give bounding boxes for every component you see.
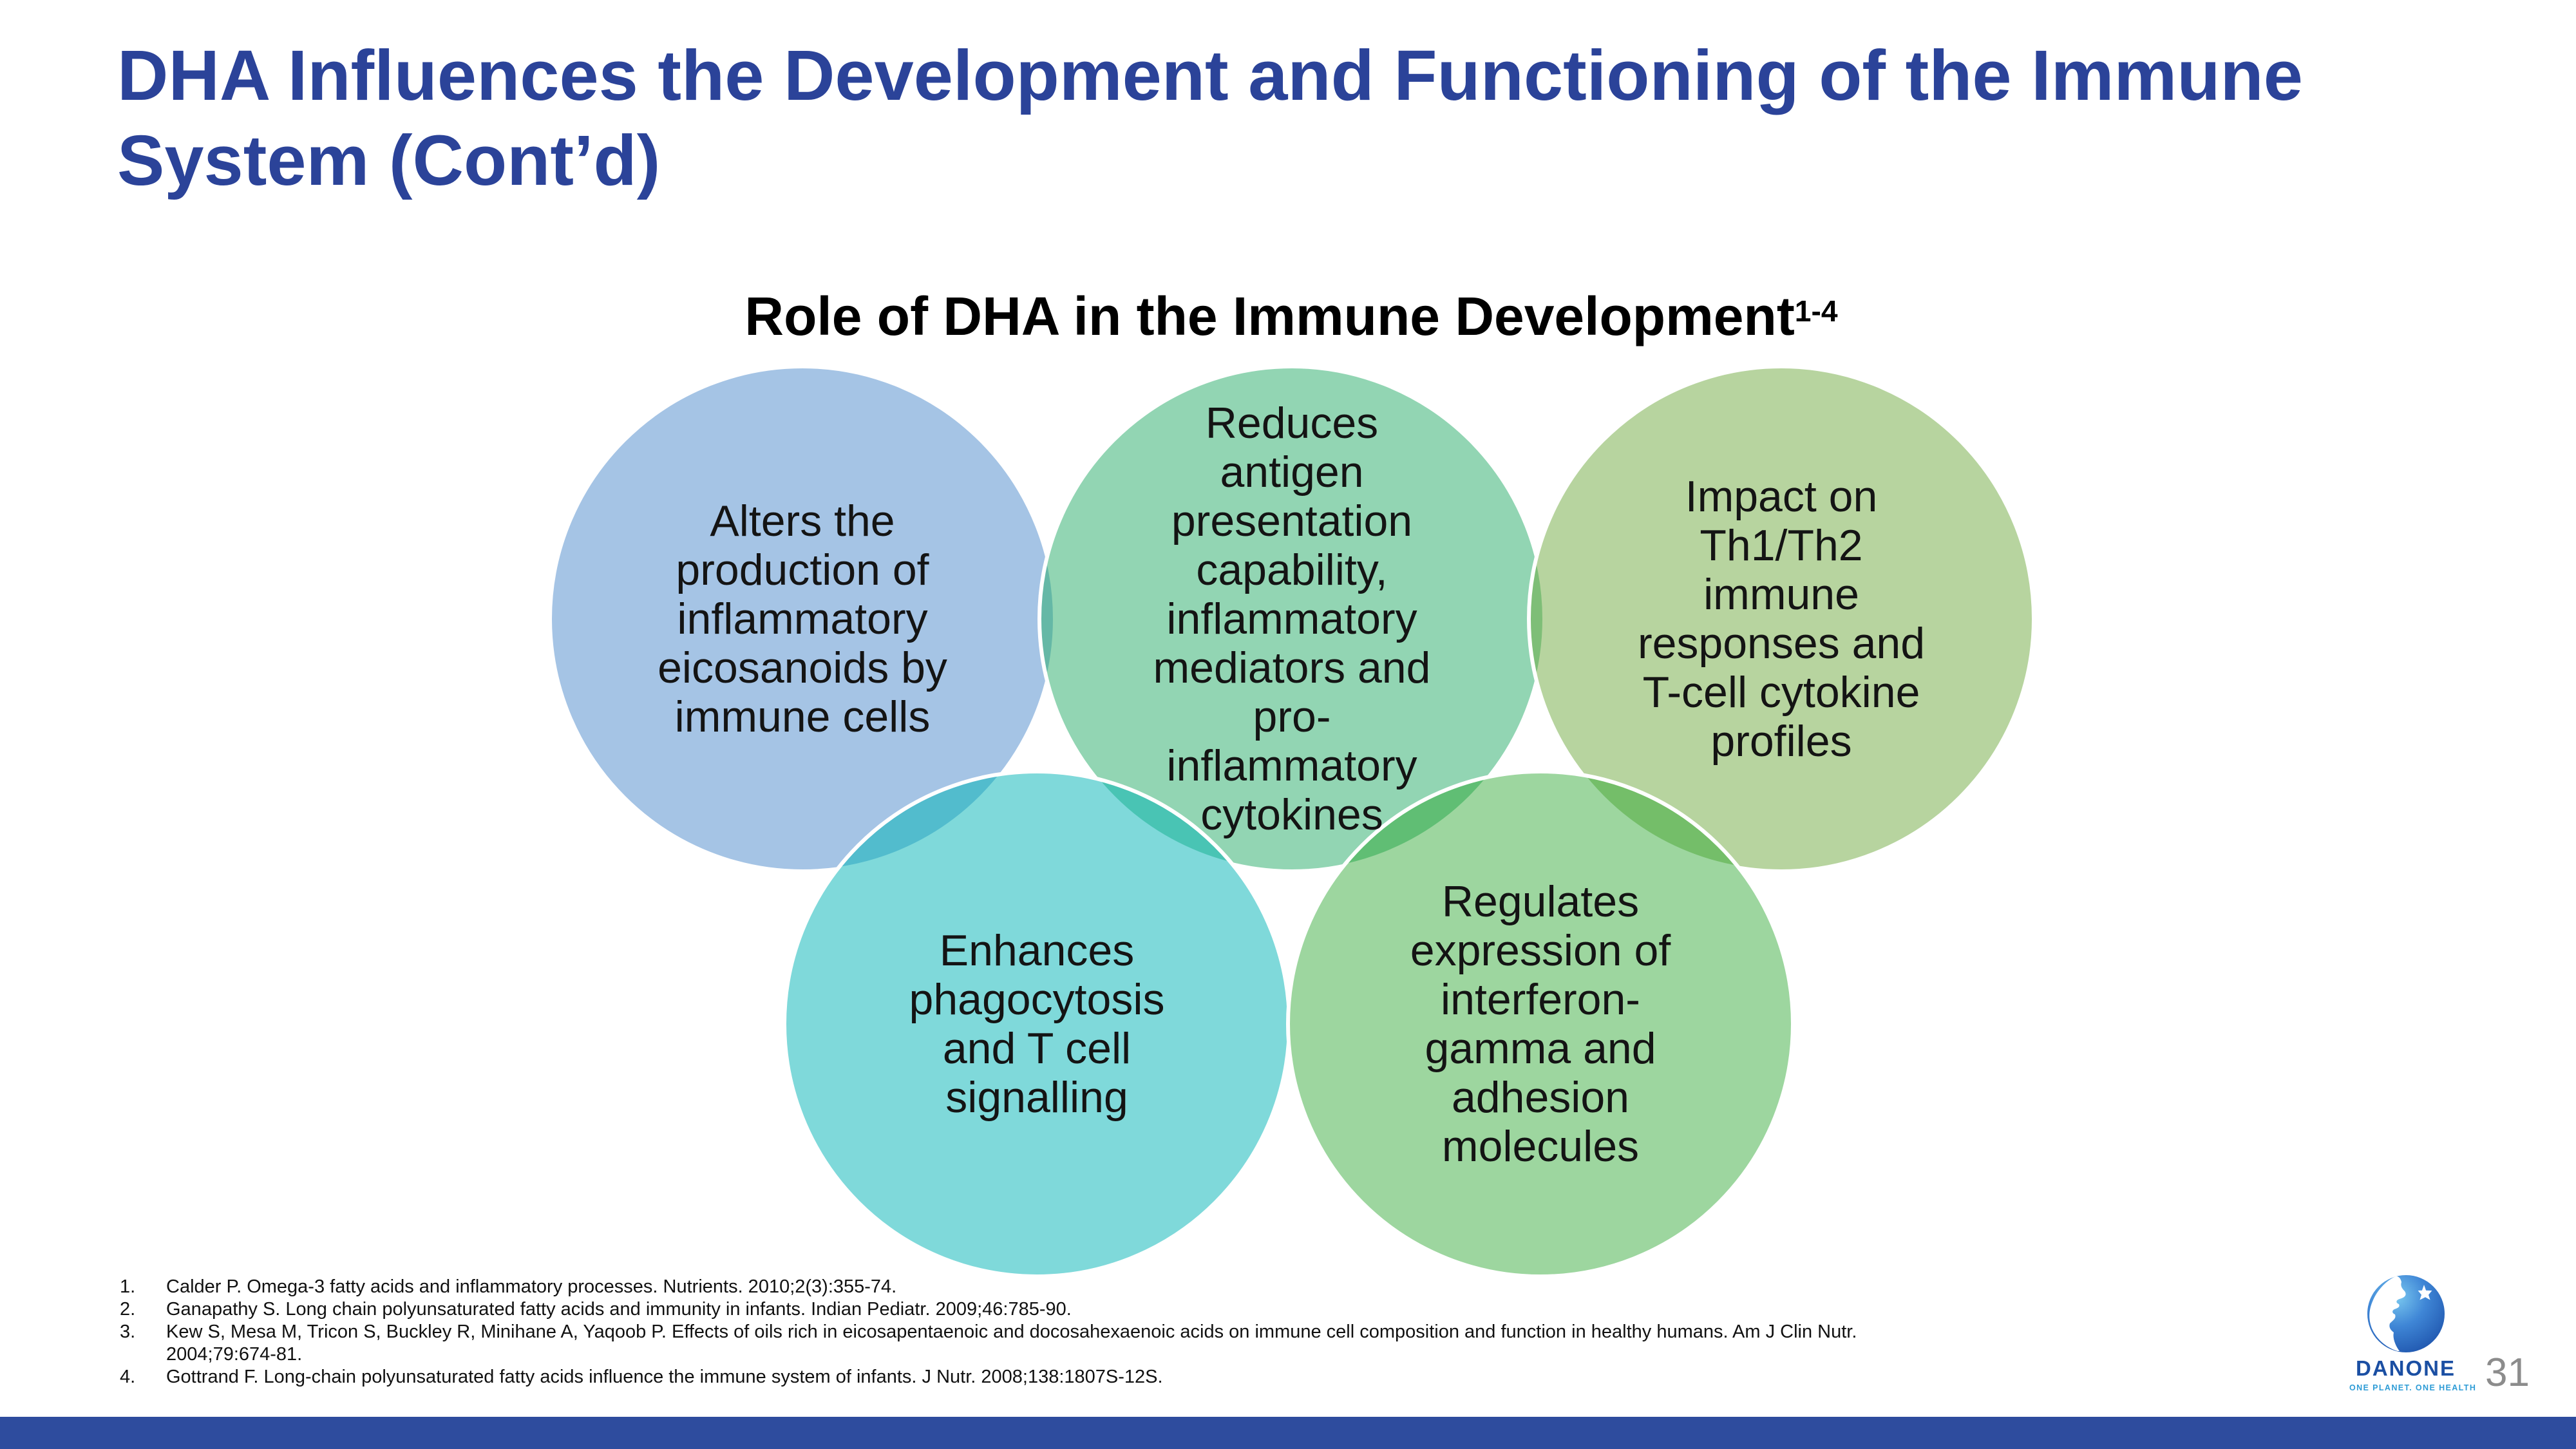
reference-text: Ganapathy S. Long chain polyunsaturated … (166, 1299, 1072, 1320)
reference-number: 1. (120, 1276, 136, 1297)
reference-text: Kew S, Mesa M, Tricon S, Buckley R, Mini… (166, 1321, 1857, 1365)
footer-bar (0, 1417, 2576, 1449)
reference-item: 4. Gottrand F. Long-chain polyunsaturate… (120, 1366, 1962, 1388)
diagram-heading-superscript: 1-4 (1794, 294, 1838, 328)
venn-circle-interferon (1286, 770, 1795, 1278)
venn-label-antigen-presentation: Reduces antigen presentation capability,… (1153, 399, 1431, 839)
venn-circle-phagocytosis (782, 770, 1291, 1278)
reference-number: 4. (120, 1367, 136, 1387)
page-number: 31 (2485, 1350, 2530, 1395)
reference-item: 3. Kew S, Mesa M, Tricon S, Buckley R, M… (120, 1321, 1962, 1366)
danone-wordmark: DANONE (2355, 1356, 2456, 1380)
reference-text: Gottrand F. Long-chain polyunsaturated f… (166, 1367, 1163, 1387)
slide-title: DHA Influences the Development and Funct… (117, 36, 2303, 200)
reference-item: 1. Calder P. Omega-3 fatty acids and inf… (120, 1276, 1962, 1298)
venn-label-interferon: Regulates expression of interferon-gamma… (1410, 877, 1671, 1171)
danone-logo: DANONE ONE PLANET. ONE HEALTH (2349, 1274, 2477, 1392)
references-list: 1. Calder P. Omega-3 fatty acids and inf… (120, 1276, 1962, 1388)
reference-number: 3. (120, 1321, 136, 1342)
danone-tagline: ONE PLANET. ONE HEALTH (2349, 1383, 2477, 1392)
venn-label-eicosanoids: Alters the production of inflammatory ei… (658, 497, 947, 741)
reference-number: 2. (120, 1299, 136, 1320)
diagram-heading: Role of DHA in the Immune Development1-4 (322, 285, 2260, 348)
reference-item: 2. Ganapathy S. Long chain polyunsaturat… (120, 1298, 1962, 1321)
venn-label-th1-th2: Impact on Th1/Th2 immune responses and T… (1637, 472, 1926, 766)
diagram-heading-text: Role of DHA in the Immune Development (744, 286, 1795, 346)
danone-globe-icon (2367, 1275, 2445, 1352)
reference-text: Calder P. Omega-3 fatty acids and inflam… (166, 1276, 897, 1297)
venn-label-phagocytosis: Enhances phagocytosis and T cell signall… (909, 926, 1165, 1122)
